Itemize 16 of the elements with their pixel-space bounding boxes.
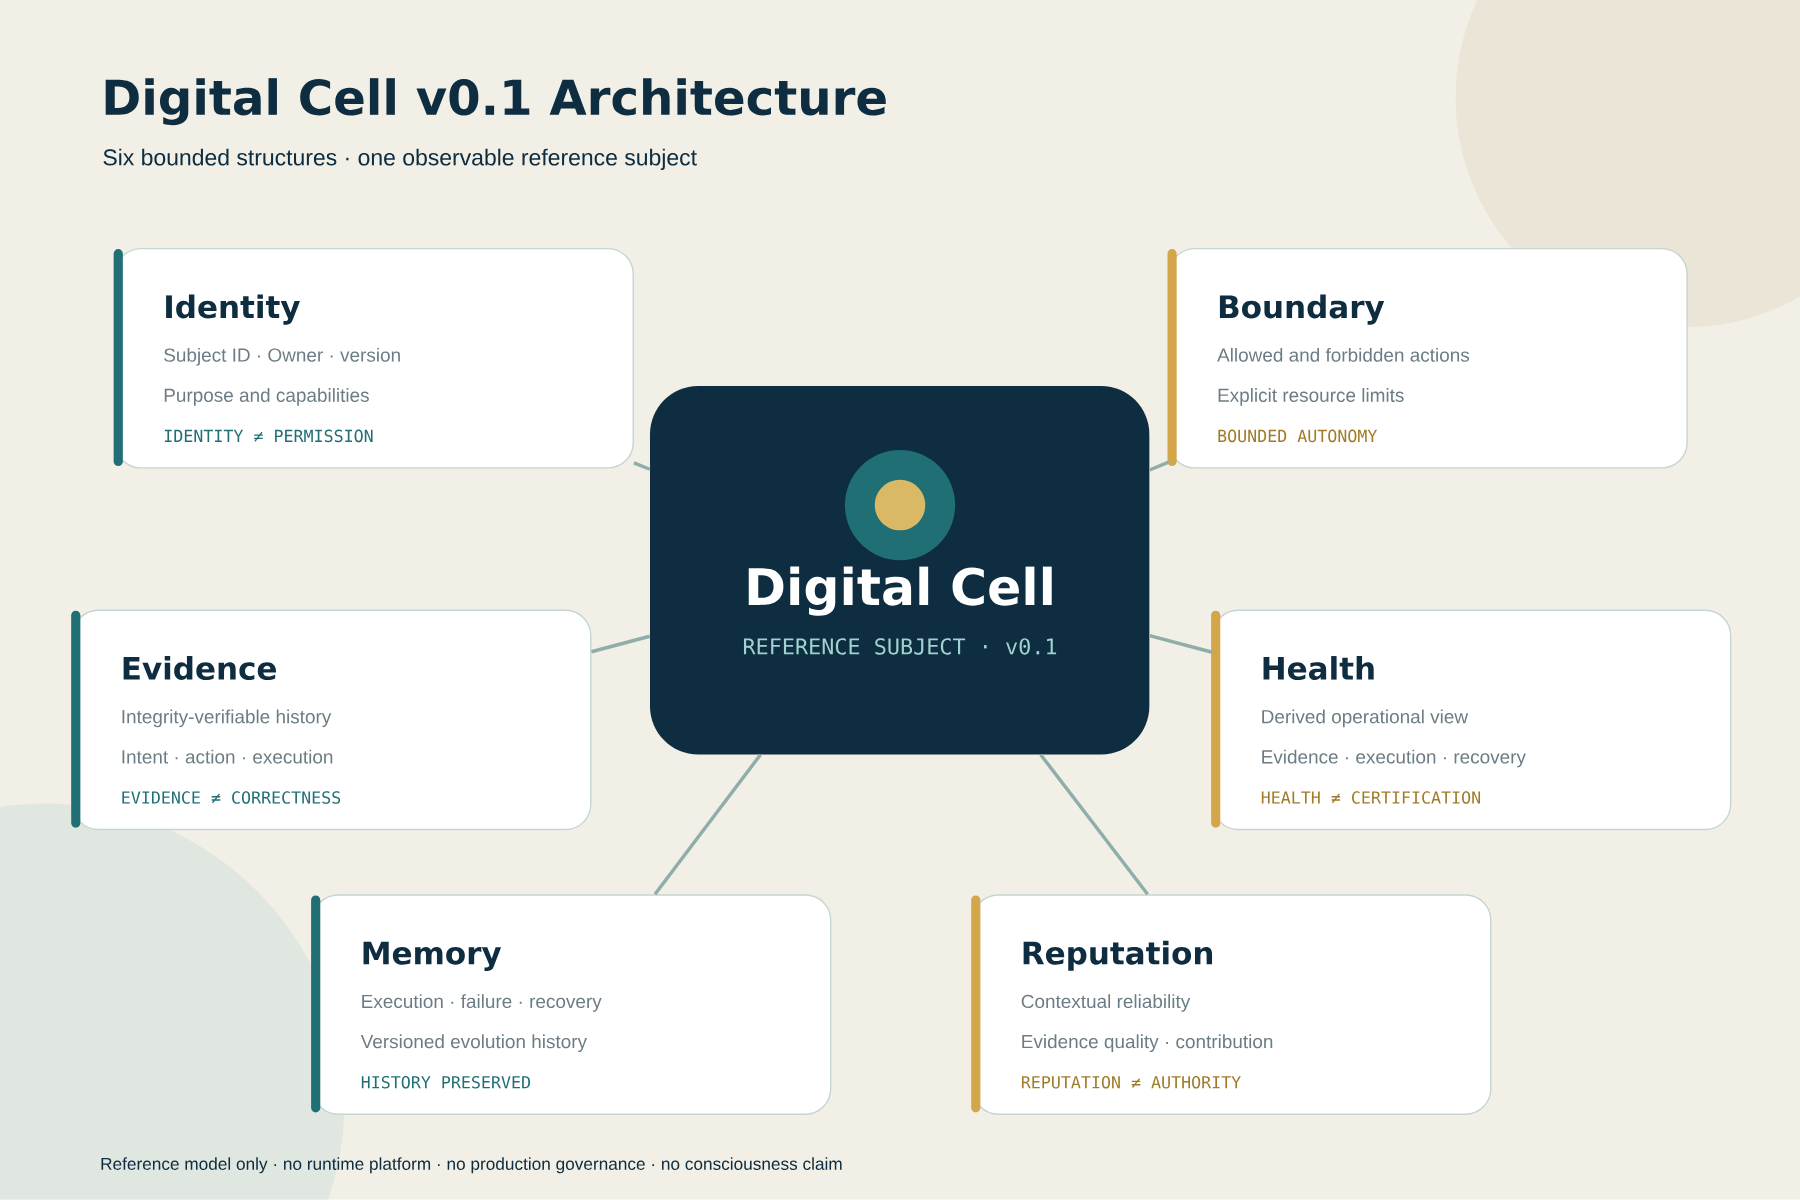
card: Identity Subject ID · Owner · version Purpose and capabilities IDENTITY ≠ PERMISSION (113, 248, 634, 469)
subtitle: Six bounded structures · one observable reference subject (103, 148, 697, 171)
connector-line (591, 634, 651, 654)
title: Digital Cell v0.1 Architecture (105, 78, 886, 126)
card: Memory Execution · failure · recovery Versioned evolution history HISTORY PRESERVED (311, 894, 832, 1116)
connector-line (1039, 753, 1149, 896)
card: Evidence Integrity-verifiable history Intent · action · execution EVIDENCE ≠ CORRECTNESS (71, 609, 592, 831)
connector-line (633, 461, 651, 472)
footnote: Reference model only · no runtime platform · no production governance · no consciousness claim (101, 1157, 842, 1174)
center-card: Digital Cell REFERENCE SUBJECT · v0.1 (650, 386, 1150, 755)
connector-line (653, 753, 762, 896)
card: Boundary Allowed and forbidden actions Explicit resource limits BOUNDED AUTONOMY (1167, 248, 1688, 469)
connector-line (1148, 460, 1170, 472)
card: Reputation Contextual reliability Evidence quality · contribution REPUTATION ≠ AUTHORITY (971, 894, 1492, 1116)
card: Health Derived operational view Evidence · execution · recovery HEALTH ≠ CERTIFICATION (1211, 609, 1732, 831)
connector-line (1149, 634, 1213, 655)
